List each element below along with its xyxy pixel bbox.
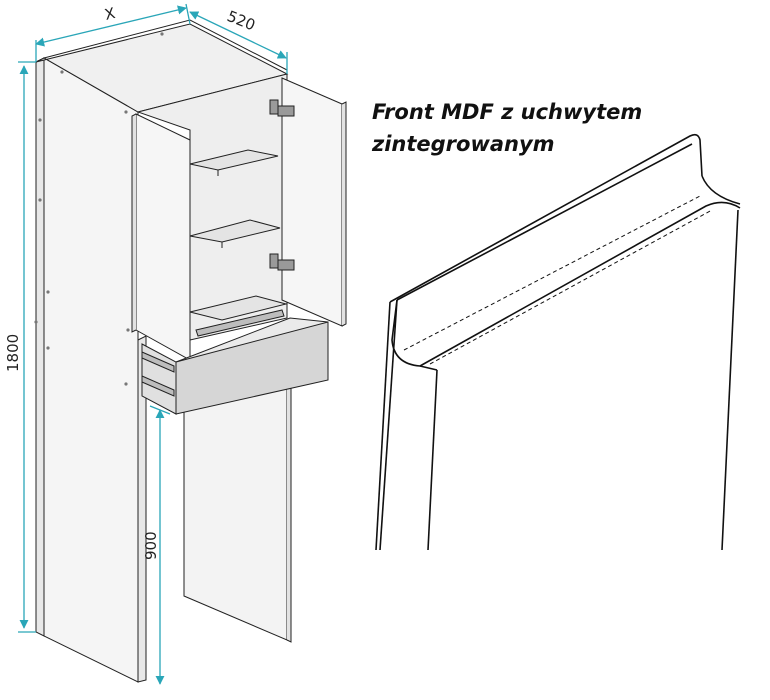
integrated-handle-groove	[391, 201, 741, 367]
left-side-panel-edge	[35, 57, 45, 637]
dimension-lines	[18, 3, 288, 685]
dim-height-label: 1800	[4, 334, 22, 372]
dim-opening-label: 900	[142, 531, 160, 560]
dim-depth-line	[189, 11, 287, 59]
integrated-handle-lip	[389, 133, 703, 303]
center-divider	[137, 335, 147, 683]
shelf-2	[189, 219, 281, 243]
drawer-runner	[141, 309, 285, 397]
caption-line-1: Front MDF z uchwytem	[372, 100, 643, 124]
cabinet	[35, 19, 347, 683]
dim-width-label: X	[103, 4, 117, 24]
left-door	[135, 113, 191, 361]
shelf-1	[189, 149, 279, 171]
caption: Front MDF z uchwytem zintegrowanym	[372, 96, 672, 160]
shelf-3	[189, 295, 288, 321]
front-panel-outer-edge	[375, 301, 391, 551]
hinge-icon	[269, 99, 295, 271]
mdf-front-profile	[375, 133, 741, 551]
left-side-panel	[43, 57, 139, 683]
caption-line-2: zintegrowanym	[372, 132, 555, 156]
back-wall	[136, 73, 288, 341]
dim-width-line	[35, 5, 187, 47]
